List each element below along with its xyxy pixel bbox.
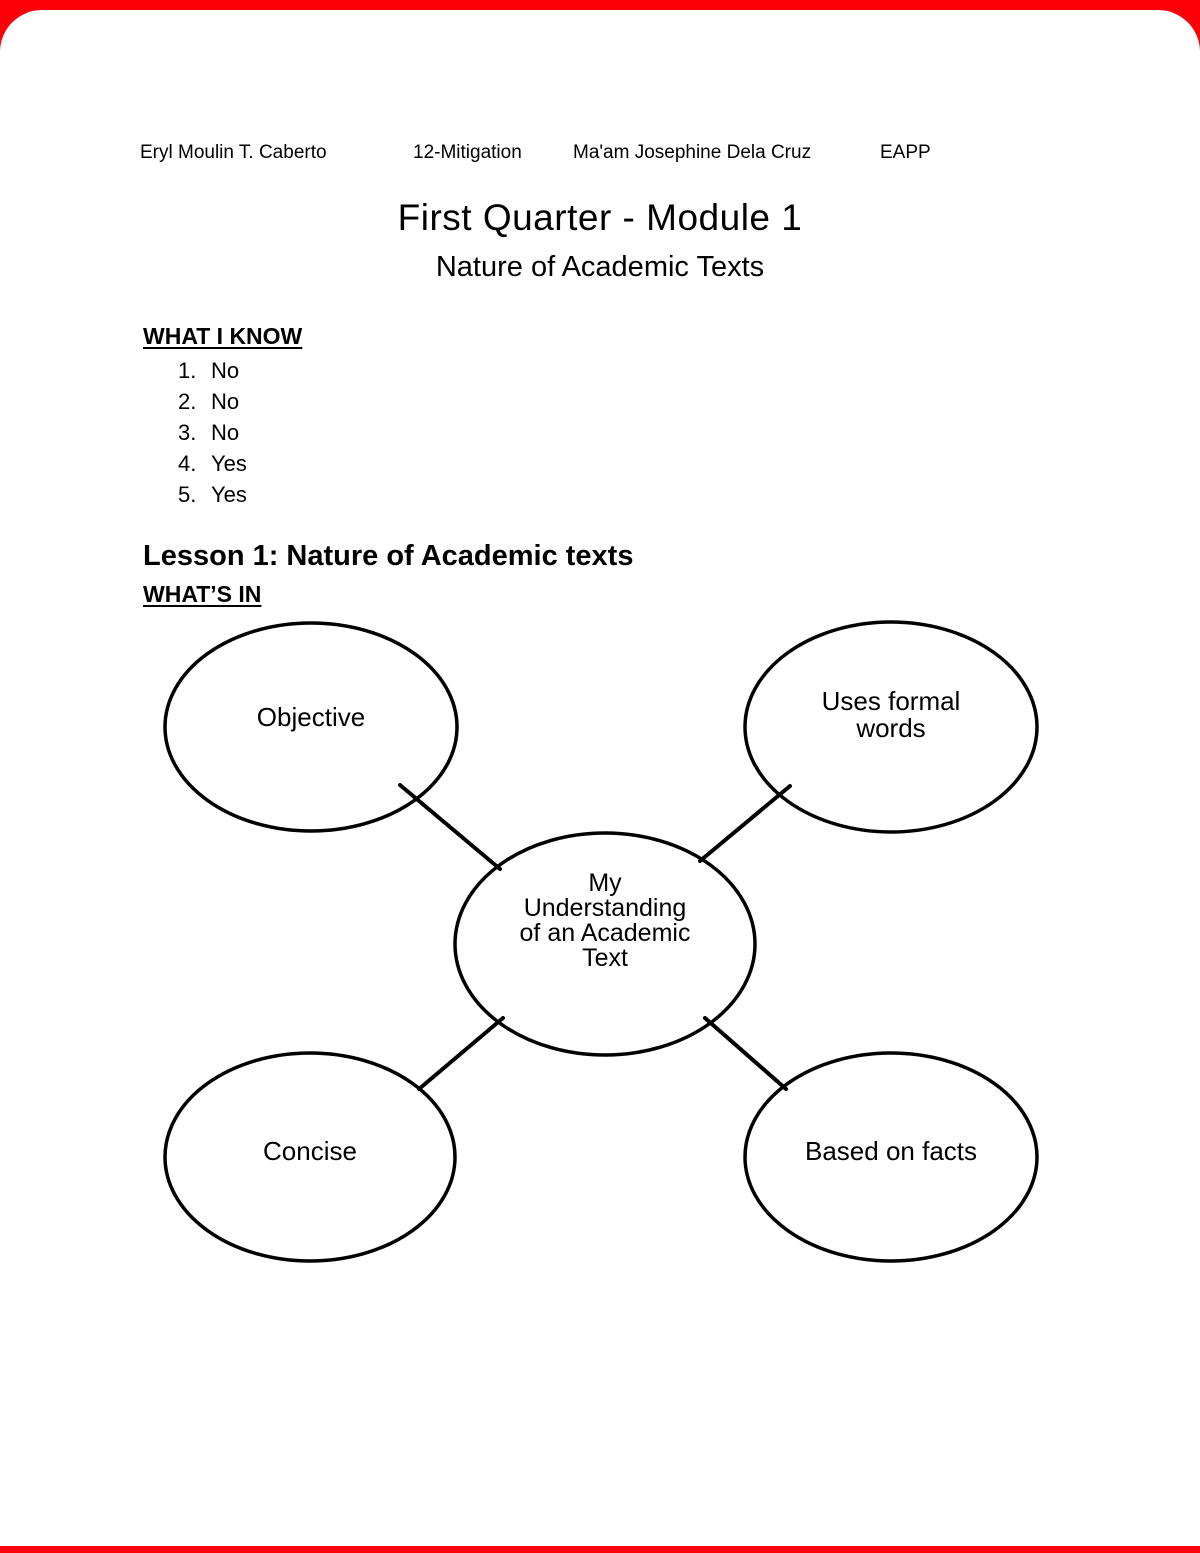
connector-bottom-left: [417, 1016, 505, 1091]
label-uses-formal-words: Uses formal words: [821, 686, 961, 743]
label-objective: Objective: [256, 702, 366, 732]
header-teacher: Ma'am Josephine Dela Cruz: [573, 142, 812, 163]
whats-in-heading: WHAT’S IN: [143, 581, 262, 607]
answer-row: 1. No: [178, 355, 247, 386]
label-center: My Understanding of an Academic Text: [519, 869, 691, 972]
label-based-on-facts: Based on facts: [805, 1136, 977, 1166]
ellipse-concise: [163, 1051, 457, 1263]
lesson-heading: Lesson 1: Nature of Academic texts: [143, 540, 634, 572]
answer-number: 3.: [178, 420, 197, 445]
connector-top-right: [698, 784, 792, 863]
connector-top-left: [398, 783, 502, 871]
document-title: First Quarter - Module 1: [397, 197, 803, 238]
answer-row: 2. No: [178, 386, 247, 417]
answer-value: No: [211, 389, 240, 414]
answer-number: 5.: [178, 482, 197, 507]
label-concise: Concise: [263, 1136, 357, 1166]
ellipse-uses-formal-words: [743, 620, 1039, 834]
answer-value: No: [211, 358, 240, 383]
answer-number: 1.: [178, 358, 197, 383]
header-subject: EAPP: [880, 142, 931, 163]
answer-row: 3. No: [178, 417, 247, 448]
answer-value: Yes: [211, 451, 247, 476]
ellipse-center: [453, 831, 757, 1057]
answer-value: No: [211, 420, 240, 445]
connector-bottom-right: [703, 1016, 788, 1091]
answer-row: 4. Yes: [178, 448, 247, 479]
what-i-know-answers: 1. No 2. No 3. No 4. Yes 5. Yes: [178, 355, 247, 510]
header-student-name: Eryl Moulin T. Caberto: [140, 142, 327, 163]
answer-number: 4.: [178, 451, 197, 476]
ellipse-objective: [163, 621, 459, 833]
ellipse-based-on-facts: [743, 1051, 1039, 1263]
answer-number: 2.: [178, 389, 197, 414]
what-i-know-heading: WHAT I KNOW: [143, 323, 303, 349]
answer-row: 5. Yes: [178, 479, 247, 510]
document-subtitle: Nature of Academic Texts: [435, 251, 765, 283]
header-section: 12-Mitigation: [413, 142, 522, 163]
answer-value: Yes: [211, 482, 247, 507]
